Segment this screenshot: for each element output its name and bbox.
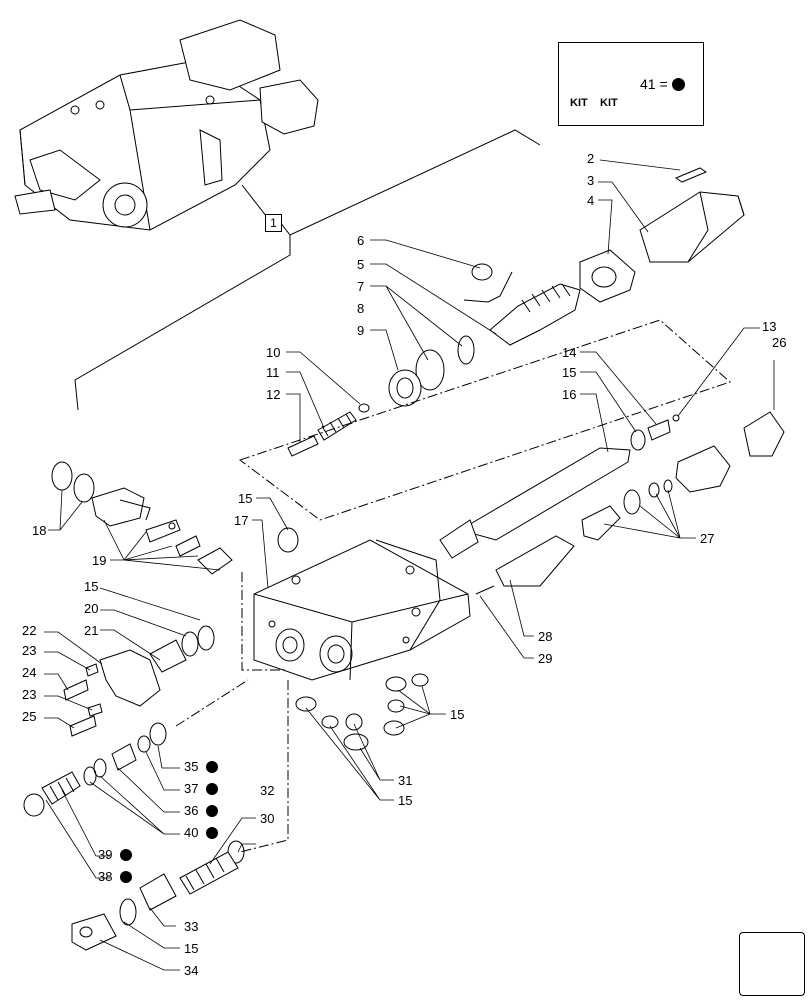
callout-23-a: 23 bbox=[22, 643, 37, 658]
callout-28: 28 bbox=[538, 629, 553, 644]
callout-4: 4 bbox=[587, 193, 595, 208]
callout-3: 3 bbox=[587, 173, 595, 188]
assembly-reference-box: 1 bbox=[265, 214, 282, 232]
callout-27: 27 bbox=[700, 531, 715, 546]
callout-25: 25 bbox=[22, 709, 37, 724]
callout-24: 24 bbox=[22, 665, 37, 680]
callout-10: 10 bbox=[266, 345, 281, 360]
callout-39: 39 bbox=[98, 847, 113, 862]
callout-9: 9 bbox=[357, 323, 365, 338]
callout-35: 35 bbox=[184, 759, 199, 774]
callout-34: 34 bbox=[184, 963, 199, 978]
kit-number: 41 = bbox=[640, 76, 668, 92]
callout-5: 5 bbox=[357, 257, 365, 272]
callout-18: 18 bbox=[32, 523, 47, 538]
callout-21: 21 bbox=[84, 623, 99, 638]
kit-dot-35 bbox=[206, 761, 218, 773]
kit-dot-40 bbox=[206, 827, 218, 839]
callout-17: 17 bbox=[234, 513, 249, 528]
kit-label-1: KIT bbox=[570, 97, 588, 109]
callout-11: 11 bbox=[266, 365, 280, 380]
callout-36: 36 bbox=[184, 803, 199, 818]
kit-dot-38 bbox=[120, 871, 132, 883]
callout-7: 7 bbox=[357, 279, 365, 294]
callout-15-left: 15 bbox=[84, 579, 99, 594]
callout-14: 14 bbox=[562, 345, 577, 360]
callout-8: 8 bbox=[357, 301, 365, 316]
callout-29: 29 bbox=[538, 651, 553, 666]
callout-30: 30 bbox=[260, 811, 275, 826]
callout-19: 19 bbox=[92, 553, 107, 568]
callout-15-body: 15 bbox=[238, 491, 253, 506]
valve-assembly-overview bbox=[14, 19, 319, 231]
callout-2: 2 bbox=[587, 151, 595, 166]
callout-15-upper: 15 bbox=[562, 365, 577, 380]
callout-20: 20 bbox=[84, 601, 99, 616]
callout-6: 6 bbox=[357, 233, 365, 248]
callout-15-bottom: 15 bbox=[398, 793, 413, 808]
callout-37: 37 bbox=[184, 781, 199, 796]
valve-body bbox=[253, 539, 471, 681]
kit-marker-dot bbox=[672, 78, 685, 91]
callout-38: 38 bbox=[98, 869, 113, 884]
callout-22: 22 bbox=[22, 623, 37, 638]
callout-33: 33 bbox=[184, 919, 199, 934]
kit-dot-39 bbox=[120, 849, 132, 861]
callout-32: 32 bbox=[260, 783, 275, 798]
callout-31: 31 bbox=[398, 773, 413, 788]
kit-label-2: KIT bbox=[600, 97, 618, 109]
kit-dot-37 bbox=[206, 783, 218, 795]
next-page-arrow-button[interactable] bbox=[739, 932, 805, 996]
callout-15-right: 15 bbox=[450, 707, 465, 722]
callout-12: 12 bbox=[266, 387, 281, 402]
callout-16: 16 bbox=[562, 387, 577, 402]
callout-26: 26 bbox=[772, 335, 787, 350]
kit-dot-36 bbox=[206, 805, 218, 817]
callout-23-b: 23 bbox=[22, 687, 37, 702]
callout-40: 40 bbox=[184, 825, 199, 840]
callout-13: 13 bbox=[762, 319, 777, 334]
callout-15-lower: 15 bbox=[184, 941, 199, 956]
